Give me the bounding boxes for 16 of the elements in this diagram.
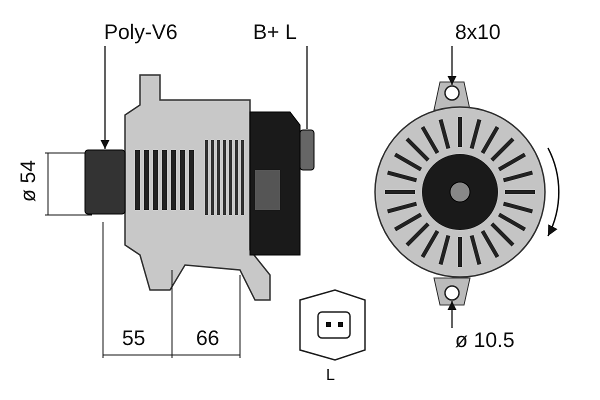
- mounting-hole: [444, 285, 460, 301]
- dimension-label: 66: [196, 328, 220, 349]
- dimension-label: ø 54: [18, 160, 39, 202]
- pulley-drawing: [84, 150, 126, 214]
- leader-line: [447, 46, 457, 85]
- callout-label: 8x10: [455, 22, 501, 43]
- terminal-drawing: [300, 130, 314, 170]
- callout-label: Poly-V6: [104, 22, 178, 43]
- leader-line: [100, 46, 110, 149]
- leader-line: [447, 301, 457, 328]
- dimension-label: 55: [122, 328, 146, 349]
- mounting-hole: [444, 85, 460, 101]
- callout-label: ø 10.5: [455, 330, 515, 351]
- terminal-label: L: [326, 368, 335, 384]
- leader-line: [306, 46, 308, 129]
- callout-label: B+ L: [253, 22, 297, 43]
